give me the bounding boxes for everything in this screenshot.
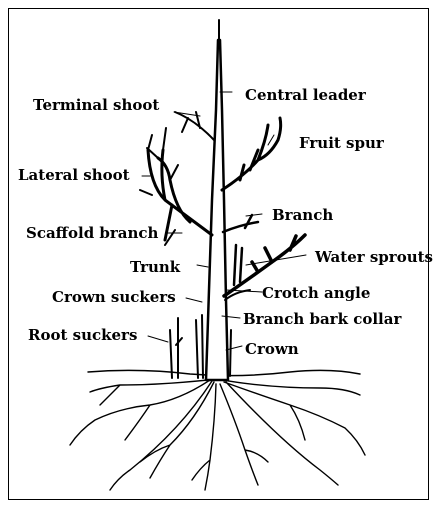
label-branch: Branch — [272, 206, 333, 224]
label-trunk: Trunk — [130, 258, 181, 276]
label-fruit-spur: Fruit spur — [299, 134, 385, 152]
label-root-suckers: Root suckers — [28, 326, 137, 344]
water-sprout-stems — [234, 245, 242, 285]
label-crotch-angle: Crotch angle — [262, 284, 370, 302]
label-water-sprouts: Water sprouts — [314, 248, 433, 266]
label-branch-bark-collar: Branch bark collar — [243, 310, 402, 328]
fruit-spur-branch — [222, 118, 281, 190]
trunk-shape — [206, 40, 228, 380]
label-lateral-shoot: Lateral shoot — [18, 166, 130, 184]
label-scaffold-branch: Scaffold branch — [26, 224, 159, 242]
branch-right-upper — [223, 215, 258, 232]
label-crown: Crown — [245, 340, 299, 358]
terminal-shoot-branch — [175, 112, 214, 140]
root-sucker-stems — [170, 318, 182, 378]
label-terminal-shoot: Terminal shoot — [33, 96, 159, 114]
root-system — [70, 380, 365, 490]
label-crown-suckers: Crown suckers — [52, 288, 176, 306]
label-central-leader: Central leader — [245, 86, 367, 104]
